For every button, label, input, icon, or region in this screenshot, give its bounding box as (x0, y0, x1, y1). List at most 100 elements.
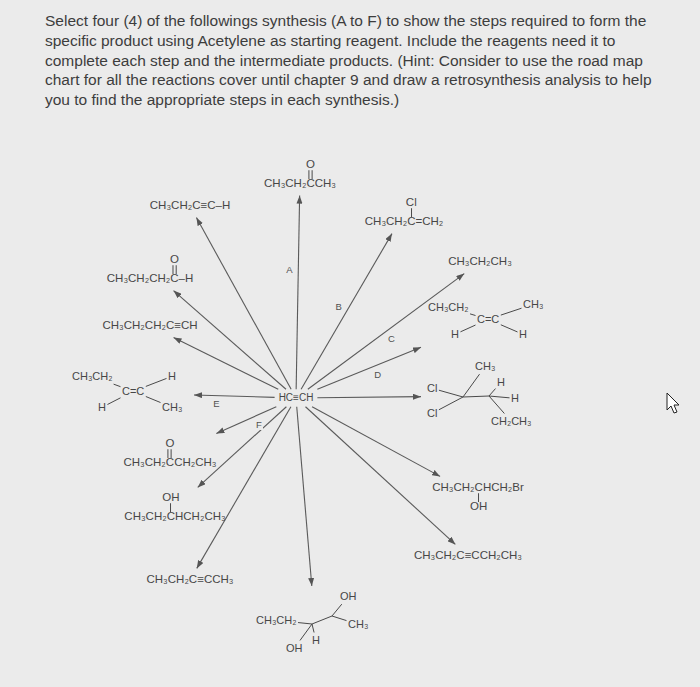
formula-text: C=C (122, 385, 144, 398)
bond-line (146, 378, 167, 386)
product-formula: CH₃CH₂C≡C–H (148, 198, 232, 213)
formula-text: Cl (406, 196, 417, 209)
reaction-arrow (312, 407, 440, 477)
formula-text: CH₃CH₂CH₂C≡CH (102, 319, 197, 332)
formula-text: OH (286, 642, 303, 655)
product-formula: O CH₃CH₂CH₂C–H (106, 253, 194, 286)
product-formula: CH₃CH₂CH₃ (446, 254, 514, 269)
formula-text: CH₃ (523, 298, 543, 311)
formula-text: CH₃CH₂C=CH₂ (365, 215, 443, 228)
product-formula: CH₃CH₂CH₂C≡CH (100, 318, 199, 333)
starting-reagent: HC≡CH (277, 391, 316, 405)
reaction-arrow (194, 395, 275, 397)
reaction-arrow (306, 407, 456, 545)
bond-line (114, 384, 121, 387)
reaction-arrow (308, 274, 464, 390)
formula-text: H (98, 401, 106, 414)
formula-text: O (306, 158, 315, 171)
bond-line (312, 624, 314, 633)
formula-text: H (312, 634, 320, 647)
reaction-arrow (317, 347, 421, 389)
formula-text: CH₃CH₂C≡C–H (150, 199, 230, 212)
product-structure: CH₃ClHHClCH₂CH₃ (425, 360, 537, 432)
bond-line (501, 325, 518, 332)
product-structure: CH₃CH₂ CH₃ C=C H H (425, 298, 547, 344)
bond-line (489, 389, 496, 396)
formula-text: CH₃CH₂CH₃ (448, 255, 512, 268)
bond-line (107, 398, 120, 405)
formula-text: CH₃CH₂CHCH₂Br (432, 481, 524, 494)
bond-line (312, 616, 332, 624)
bond-line (470, 314, 475, 316)
reaction-arrow (174, 291, 287, 390)
formula-text: CH₂CH₃ (491, 415, 532, 428)
formula-text: CH₃CH₂CH₂C–H (107, 272, 193, 285)
bond-line (332, 604, 342, 616)
reaction-arrow (301, 234, 392, 390)
formula-text: Cl (427, 407, 437, 420)
formula-text: CH₃ (348, 618, 368, 631)
formula-text: H (168, 370, 176, 383)
formula-text: CH₃ (162, 401, 182, 414)
formula-text: HC≡CH (279, 392, 314, 404)
formula-text: H (451, 328, 459, 341)
bond-line (463, 374, 480, 397)
reaction-arrow (196, 218, 291, 390)
formula-text: O (170, 253, 179, 266)
formula-text: H (497, 376, 505, 389)
formula-text: C=C (477, 313, 499, 326)
bond-line (332, 616, 347, 621)
bond-line (501, 308, 522, 315)
reaction-arrow (317, 397, 421, 398)
product-formula: OH CH₃CH₂CHCH₂CH₃ (123, 491, 226, 524)
question-text: Select four (4) of the followings synthe… (45, 11, 671, 110)
reaction-arrow (216, 407, 276, 434)
formula-text: CH₃CH₂ (256, 614, 297, 627)
product-formula: CH₃CH₂C≡CCH₂CH₃ (412, 548, 524, 563)
bond-line (489, 396, 510, 398)
reaction-arrow (174, 338, 279, 390)
product-formula: O CH₃CH₂CCH₂CH₃ (122, 437, 217, 470)
formula-text: H (511, 392, 519, 405)
product-formula: ClCH₃CH₂C=CH₂ (364, 196, 444, 229)
product-formula: CH₃CH₂C≡CCH₃ (145, 572, 236, 587)
synthesis-letter: F (255, 419, 263, 430)
formula-text: CH₃CH₂C≡CCH₃ (147, 573, 234, 586)
formula-text: H (519, 328, 527, 341)
formula-text: CH₃CH₂C≡CCH₂CH₃ (414, 549, 522, 562)
reaction-arrow (296, 196, 299, 390)
product-structure: OH CH₃CH₂ H CH₃ OH (256, 590, 374, 658)
reaction-arrow (198, 407, 287, 488)
synthesis-letter: B (335, 301, 343, 312)
formula-text: Cl (427, 382, 437, 395)
bond-line (439, 397, 463, 410)
synthesis-letter: C (387, 333, 396, 344)
bond-line (298, 623, 312, 624)
formula-text: CH₃CH₂CCH₃ (264, 177, 336, 190)
reaction-arrow (297, 407, 312, 586)
bond-line (489, 396, 504, 414)
formula-text: CH₃CH₂ (428, 301, 469, 314)
bond-line (463, 396, 489, 397)
formula-text: CH₃CH₂CHCH₂CH₃ (124, 510, 225, 523)
bond-line (460, 325, 475, 332)
formula-text: O (166, 437, 175, 450)
formula-text: OH (340, 590, 357, 603)
reaction-arrow (197, 407, 291, 569)
bond-line (146, 397, 161, 403)
product-formula: O CH₃CH₂CCH₃ (263, 158, 337, 191)
synthesis-letter: A (285, 264, 293, 275)
bond-line (300, 624, 312, 641)
formula-text: OH (470, 500, 487, 513)
synthesis-letter: D (373, 369, 382, 380)
mouse-cursor (666, 392, 682, 416)
product-formula: CH₃CH₂CHCH₂BrOH (431, 480, 525, 513)
synthesis-letter: E (212, 398, 220, 409)
formula-text: CH₃CH₂CCH₂CH₃ (123, 456, 216, 469)
product-structure: CH₃CH₂ H C=C H CH₃ (70, 368, 190, 418)
formula-text: CH₃ (475, 360, 495, 373)
bond-line (439, 390, 463, 397)
formula-text: OH (162, 491, 179, 504)
formula-text: CH₃CH₂ (72, 370, 113, 383)
